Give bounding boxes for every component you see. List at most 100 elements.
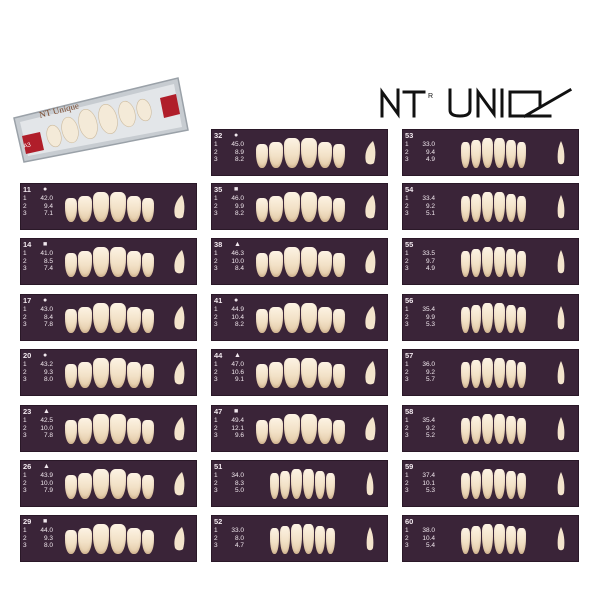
dimension-index: 3 xyxy=(214,432,218,440)
dimension-value: 42.5 xyxy=(40,417,53,424)
dimension-index: 2 xyxy=(214,368,218,376)
dimension-value: 9.4 xyxy=(425,148,435,156)
tooth xyxy=(110,192,126,222)
tooth-profile-icon xyxy=(557,306,565,330)
tooth-profile-icon xyxy=(557,361,565,385)
dimension-value: 7.4 xyxy=(43,265,53,273)
dimension-value: 8.0 xyxy=(43,376,53,384)
mould-number: 60 xyxy=(405,517,414,526)
shape-symbol: ■ xyxy=(43,518,48,525)
tooth xyxy=(482,358,493,388)
dimension-index: 1 xyxy=(405,472,409,479)
dimension-index: 2 xyxy=(214,202,218,210)
dimension-index: 3 xyxy=(23,321,27,329)
dimension-index: 2 xyxy=(23,313,27,321)
dimension-index: 3 xyxy=(405,265,409,273)
tooth xyxy=(506,194,516,222)
tooth xyxy=(142,253,154,277)
dimension-index: 1 xyxy=(23,527,27,534)
dimension-value: 47.0 xyxy=(231,361,244,368)
tooth xyxy=(471,194,481,222)
dimension-value: 8.4 xyxy=(43,313,53,321)
tooth xyxy=(301,247,317,277)
dimension-index: 1 xyxy=(23,250,27,257)
tooth-profile-icon xyxy=(557,250,565,274)
teeth-set xyxy=(256,247,345,277)
shape-symbol: ▲ xyxy=(43,408,50,415)
dimension-index: 2 xyxy=(405,534,409,542)
tooth xyxy=(461,528,470,554)
tooth xyxy=(471,360,481,388)
dimension-value: 43.2 xyxy=(40,361,53,368)
dimension-value: 43.9 xyxy=(40,472,53,479)
tooth xyxy=(471,416,481,444)
dimension-value: 9.7 xyxy=(425,257,435,265)
tooth xyxy=(318,307,332,333)
mould-number: 54 xyxy=(405,185,414,194)
tooth xyxy=(303,469,314,499)
tooth xyxy=(517,418,526,444)
dimension-value: 10.4 xyxy=(231,313,244,321)
tooth xyxy=(93,247,109,277)
tooth xyxy=(127,307,141,333)
dimension-value: 5.7 xyxy=(425,376,435,384)
tooth xyxy=(269,418,283,444)
dimension-index: 2 xyxy=(405,424,409,432)
tooth xyxy=(65,364,77,388)
dimension-index: 3 xyxy=(23,487,27,495)
teeth-set xyxy=(461,358,526,388)
dimension-index: 3 xyxy=(405,321,409,329)
dimension-index: 1 xyxy=(23,417,27,424)
tooth xyxy=(284,247,300,277)
dimension-value: 8.4 xyxy=(234,265,244,273)
shape-symbol: ■ xyxy=(234,186,239,193)
tooth-profile-icon xyxy=(174,527,185,551)
dimension-index: 1 xyxy=(214,472,218,479)
dimension-index: 3 xyxy=(405,542,409,550)
tooth xyxy=(127,196,141,222)
mould-number: 47 xyxy=(214,407,223,416)
dimension-index: 1 xyxy=(405,250,409,257)
shape-symbol: ▲ xyxy=(234,352,241,359)
tooth xyxy=(110,469,126,499)
dimension-value: 8.9 xyxy=(234,148,244,156)
tooth xyxy=(482,414,493,444)
shape-symbol: ■ xyxy=(234,408,239,415)
tooth xyxy=(142,309,154,333)
tooth xyxy=(284,303,300,333)
tooth xyxy=(517,142,526,168)
mould-number: 17 xyxy=(23,296,32,305)
dimension-value: 33.5 xyxy=(422,250,435,257)
tooth xyxy=(517,251,526,277)
mould-number: 55 xyxy=(405,240,414,249)
dimension-index: 1 xyxy=(405,361,409,368)
dimension-value: 35.4 xyxy=(422,417,435,424)
dimension-index: 3 xyxy=(23,376,27,384)
dimension-value: 9.6 xyxy=(234,432,244,440)
dimension-index: 3 xyxy=(405,210,409,218)
tooth xyxy=(318,362,332,388)
dimension-value: 10.1 xyxy=(422,479,435,487)
tooth-profile-icon xyxy=(365,361,376,385)
dimension-index: 1 xyxy=(405,306,409,313)
tooth xyxy=(494,469,505,499)
dimension-index: 1 xyxy=(23,306,27,313)
tooth xyxy=(256,253,268,277)
dimension-index: 2 xyxy=(405,479,409,487)
teeth-set xyxy=(461,303,526,333)
tooth-profile-icon xyxy=(557,472,565,496)
teeth-set xyxy=(65,469,154,499)
tooth xyxy=(318,196,332,222)
